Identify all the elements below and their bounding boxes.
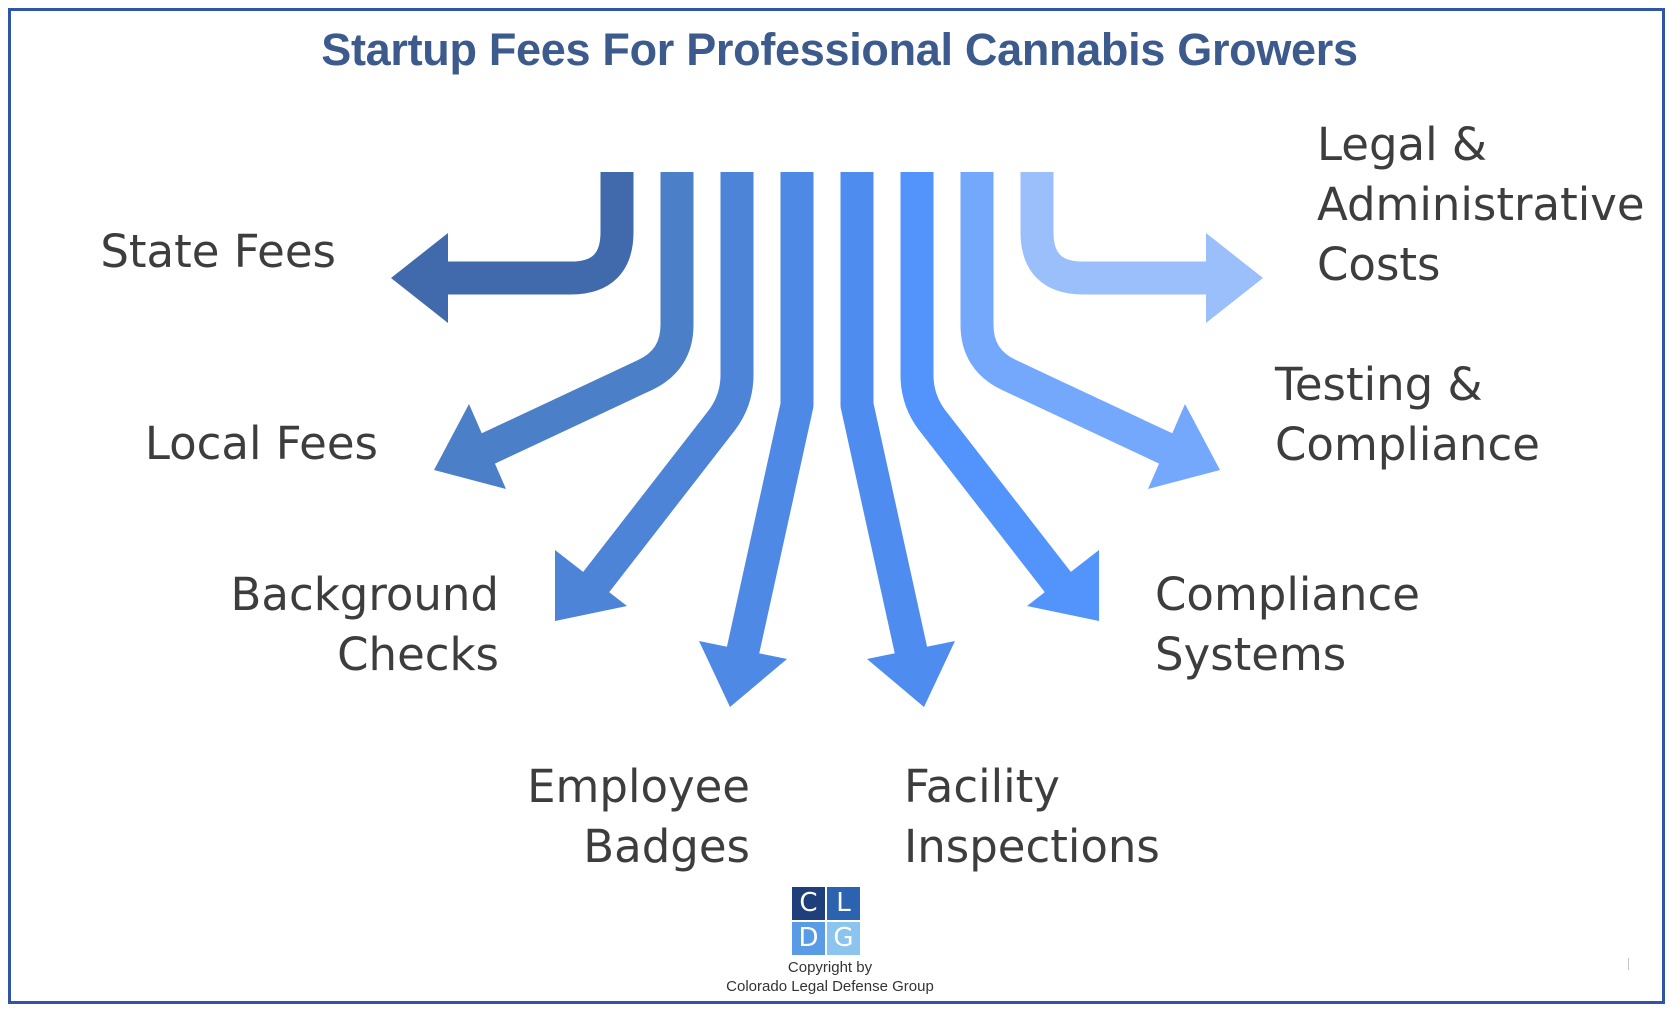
arrowhead-employee-badges xyxy=(699,641,787,707)
logo-cell: L xyxy=(827,887,860,920)
arrowhead-compliance-systems xyxy=(1027,550,1099,621)
corner-mark xyxy=(1628,958,1629,970)
logo-cell: D xyxy=(792,922,825,955)
label-testing-compliance: Testing & Compliance xyxy=(1275,358,1540,471)
arrow-employee-badges xyxy=(725,172,814,659)
arrow-state-fees xyxy=(445,172,634,295)
arrow-compliance-systems xyxy=(900,172,1078,601)
arrow-local-fees xyxy=(477,172,694,465)
copyright-notice: Copyright by Colorado Legal Defense Grou… xyxy=(726,959,934,995)
label-background-checks: Background Checks xyxy=(230,568,499,681)
arrow-facility-inspections xyxy=(840,172,929,659)
diagram-title: Startup Fees For Professional Cannabis G… xyxy=(321,24,1358,75)
arrow-background-checks xyxy=(576,172,754,601)
arrowhead-local-fees xyxy=(434,404,506,489)
logo-cell: C xyxy=(792,887,825,920)
label-local-fees: Local Fees xyxy=(144,417,378,470)
arrow-legal-admin xyxy=(1020,172,1209,295)
cldg-logo: C L D G xyxy=(792,887,860,955)
arrowhead-legal-admin xyxy=(1206,233,1263,323)
label-compliance-systems: Compliance Systems xyxy=(1155,568,1420,681)
logo-cell: G xyxy=(827,922,860,955)
diagram-frame xyxy=(8,8,1665,1004)
label-legal-admin: Legal & Administrative Costs xyxy=(1317,118,1645,291)
label-employee-badges: Employee Badges xyxy=(527,760,750,873)
arrowhead-state-fees xyxy=(391,233,448,323)
label-state-fees: State Fees xyxy=(100,225,336,278)
arrowhead-background-checks xyxy=(555,550,627,621)
arrowhead-testing-compliance xyxy=(1148,404,1220,489)
label-facility-inspections: Facility Inspections xyxy=(904,760,1160,873)
arrowhead-facility-inspections xyxy=(867,641,955,707)
arrow-testing-compliance xyxy=(960,172,1177,465)
